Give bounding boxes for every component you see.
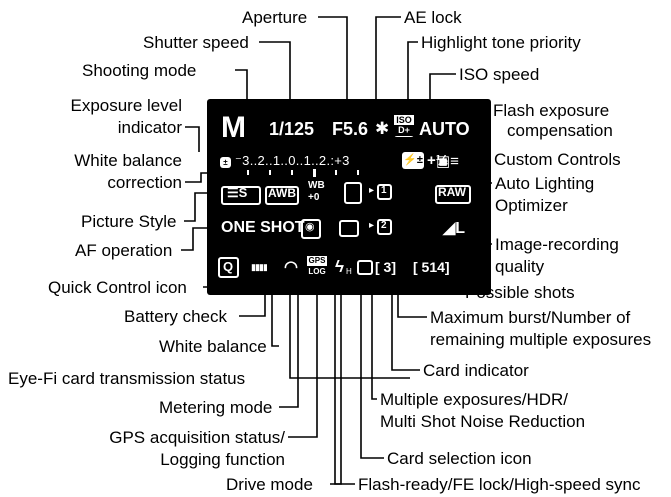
max-burst-value: [ 3] [375, 259, 396, 275]
label-alo-1: Auto Lighting [495, 174, 595, 193]
eyefi-status-icon: ◠ [284, 259, 298, 276]
exposure-scale-tick [247, 170, 249, 175]
metering-mode-icon [301, 219, 321, 239]
label-af-operation: AF operation [75, 241, 173, 260]
possible-shots-value: [ 514] [413, 259, 450, 275]
picture-style-icon [221, 186, 261, 205]
picture-style-value: ☰S [227, 185, 248, 200]
metering-mode-value: ◉ [305, 221, 315, 233]
battery-icon: ▮▮▮▮ [251, 262, 268, 272]
label-multi-exposures-2: Multi Shot Noise Reduction [380, 412, 586, 431]
line-htp [407, 41, 418, 107]
white-balance-icon [265, 186, 299, 205]
flash-exposure-comp-value: +⅓ [427, 152, 449, 169]
label-exposure-level-2: indicator [117, 118, 182, 137]
label-multi-exposures-1: Multiple exposures/HDR/ [380, 390, 569, 409]
gps-status-icon: GPS LOG [307, 256, 327, 277]
label-wb-correction-1: White balance [74, 151, 182, 170]
exposure-scale-tick [335, 170, 337, 175]
label-shooting-mode: Shooting mode [82, 61, 197, 80]
lcd-panel: M 1/125 F5.6 ✱ ISO D+ AUTO ± ⁻3..2..1..0… [207, 99, 491, 295]
label-card-indicator: Card indicator [423, 361, 529, 380]
card-indicator-1 [377, 184, 392, 200]
auto-lighting-optimizer-icon [344, 182, 362, 204]
label-flash-exposure-comp-1: Flash exposure [493, 101, 610, 120]
label-flash-exposure-comp-2: compensation [507, 121, 613, 140]
line-af-operation [181, 227, 213, 251]
label-iso-speed: ISO speed [459, 65, 540, 84]
label-eyefi-status: Eye-Fi card transmission status [8, 369, 246, 388]
label-card-selection-icon: Card selection icon [387, 449, 532, 468]
image-quality-value: ◢L [443, 220, 466, 237]
card-indicator-2 [377, 219, 392, 235]
label-max-burst-2: remaining multiple exposures [430, 330, 652, 349]
label-drive-mode: Drive mode [226, 475, 313, 494]
line-iso [429, 73, 456, 104]
line-flash-ready [334, 283, 355, 485]
label-exposure-level-1: Exposure level [70, 96, 182, 115]
label-possible-shots: Possible shots [465, 283, 575, 302]
label-highlight-tone-priority: Highlight tone priority [421, 33, 581, 52]
line-metering [279, 248, 299, 408]
label-gps-1: GPS acquisition status/ [109, 428, 285, 447]
aperture-value: F5.6 [332, 119, 369, 139]
card-selection-arrow-1: ▸ [369, 185, 375, 196]
line-ae-lock [375, 16, 401, 106]
exposure-scale-tick [357, 170, 359, 175]
label-shutter-speed: Shutter speed [143, 33, 249, 52]
label-picture-style: Picture Style [81, 212, 177, 231]
shutter-speed-value: 1/125 [269, 119, 315, 139]
line-card-selection [360, 228, 384, 459]
highlight-tone-priority-icon: ISO D+ [394, 115, 414, 137]
line-shutter [259, 41, 291, 107]
flash-ready-h: H [346, 267, 352, 276]
wb-correction-bottom: +0 [308, 192, 320, 203]
line-eyefi [289, 278, 410, 379]
label-alo-2: Optimizer [495, 196, 568, 215]
wb-correction-top: WB [308, 180, 325, 191]
label-wb-correction-2: correction [107, 173, 182, 192]
flash-exposure-comp-icon: ⚡± [402, 152, 424, 169]
shooting-mode-value: M [221, 111, 246, 144]
card-indicator-1-number: 1 [381, 185, 387, 196]
label-image-quality-2: quality [495, 257, 545, 276]
ae-lock-icon: ✱ [375, 119, 390, 138]
image-quality-raw-value: RAW [438, 185, 466, 199]
line-gps [288, 279, 318, 438]
quick-control-letter: Q [223, 259, 234, 274]
exposure-level-marker [313, 169, 316, 177]
line-shooting-mode [235, 69, 248, 107]
exposure-scale-tick [269, 170, 271, 175]
label-flash-ready: Flash-ready/FE lock/High-speed sync [358, 475, 641, 494]
exposure-scale-tick [291, 170, 293, 175]
label-metering-mode: Metering mode [159, 398, 273, 417]
card-selection-arrow-2: ▸ [369, 220, 375, 231]
label-battery-check: Battery check [124, 307, 227, 326]
flash-ready-icon: ϟ [335, 257, 344, 276]
multi-exposure-icon [357, 260, 373, 275]
label-image-quality-1: Image-recording [495, 235, 619, 254]
label-custom-controls: Custom Controls [494, 150, 621, 169]
label-aperture: Aperture [242, 8, 308, 27]
quick-control-icon[interactable] [218, 257, 239, 278]
drive-mode-icon [339, 220, 359, 237]
label-white-balance: White balance [159, 337, 267, 356]
label-gps-2: Logging function [160, 450, 285, 469]
card-indicator-2-number: 2 [381, 220, 387, 231]
line-aperture [318, 16, 348, 107]
image-quality-raw-icon [435, 185, 471, 204]
custom-controls-icon: ▣≡ [436, 153, 459, 170]
white-balance-value: AWB [268, 186, 296, 200]
af-operation-value: ONE SHOT [221, 219, 305, 236]
line-exposure-level [185, 126, 200, 152]
iso-speed-value: AUTO [419, 119, 470, 139]
exposure-level-icon: ± [220, 157, 231, 168]
exposure-level-scale: ⁻3..2..1..0..1..2.:+3 [235, 153, 350, 168]
label-ae-lock: AE lock [404, 8, 462, 27]
label-max-burst-1: Maximum burst/Number of [430, 308, 631, 327]
label-quick-control-icon: Quick Control icon [48, 278, 187, 297]
